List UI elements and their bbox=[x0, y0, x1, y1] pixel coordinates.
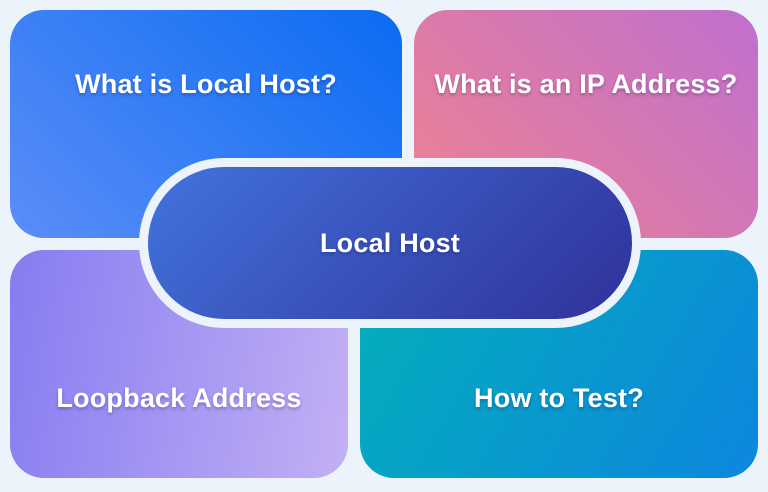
card-label-how-to-test: How to Test? bbox=[474, 382, 644, 413]
card-label-loopback-address: Loopback Address bbox=[56, 382, 302, 413]
card-label-what-is-an-ip-address: What is an IP Address? bbox=[434, 68, 738, 99]
center-node-local-host: Local Host bbox=[139, 158, 641, 328]
card-label-zone: How to Test? bbox=[360, 318, 758, 478]
card-label-zone: What is Local Host? bbox=[10, 10, 402, 158]
card-label-zone: Loopback Address bbox=[10, 318, 348, 478]
center-node-label: Local Host bbox=[319, 227, 461, 258]
card-label-what-is-local-host: What is Local Host? bbox=[75, 68, 337, 99]
card-label-zone: What is an IP Address? bbox=[414, 10, 758, 158]
